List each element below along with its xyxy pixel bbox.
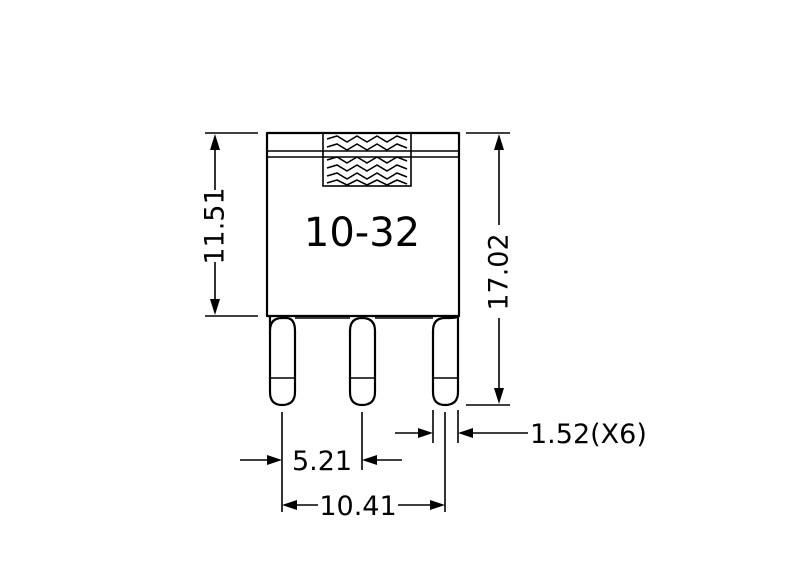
dimension-total-height-label: 17.02 xyxy=(484,233,515,310)
dimension-total-height: 17.02 xyxy=(466,132,515,406)
dimension-pin-pitch-label: 5.21 xyxy=(292,446,352,477)
dimension-pin-pitch: 5.21 xyxy=(240,412,402,512)
dimension-pin-span: 10.41 xyxy=(282,412,446,522)
dimension-body-height-label: 11.51 xyxy=(200,187,231,264)
dimension-pin-width-label: 1.52(X6) xyxy=(530,419,647,450)
threaded-insert xyxy=(322,132,412,187)
pin-1 xyxy=(268,314,297,407)
dimension-body-height: 11.51 xyxy=(200,132,258,317)
part-label: 10-32 xyxy=(304,210,420,256)
pins xyxy=(268,314,460,407)
dimension-pin-span-label: 10.41 xyxy=(319,491,396,522)
dimension-pin-width: 1.52(X6) xyxy=(395,410,647,450)
pin-2 xyxy=(348,316,377,407)
pin-3 xyxy=(431,314,460,407)
